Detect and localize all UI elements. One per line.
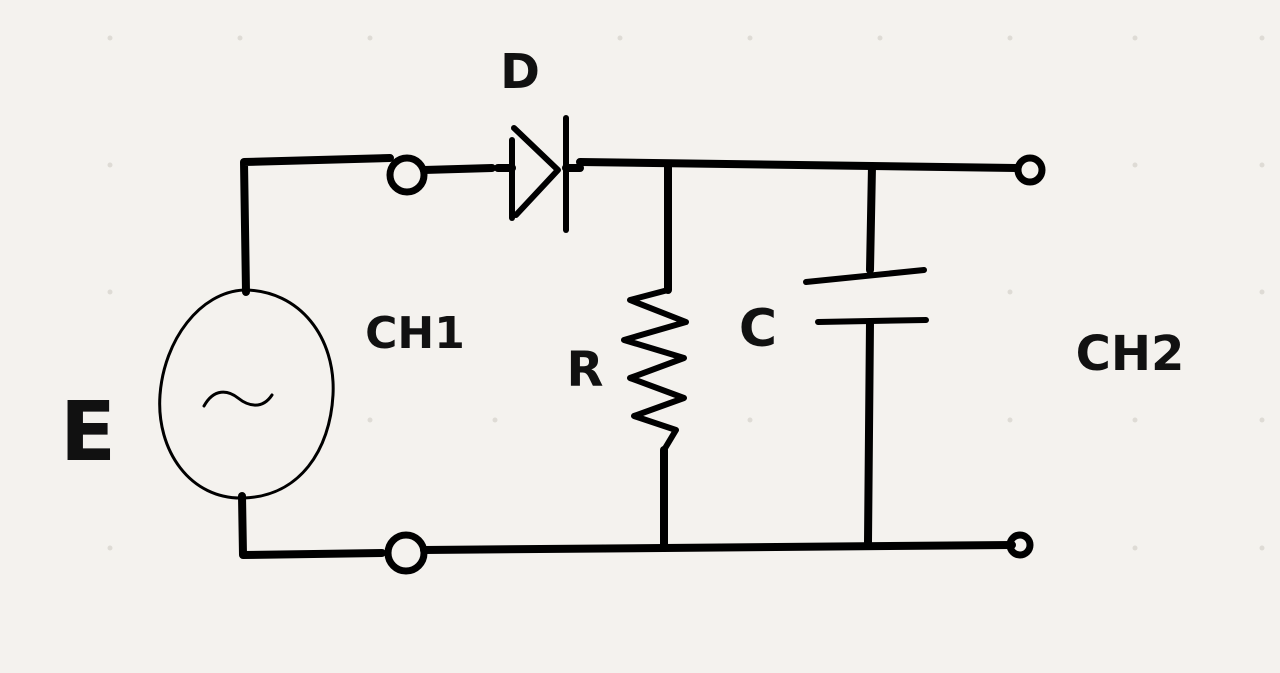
channel-1-label: CH1	[365, 308, 465, 359]
source-label: E	[60, 385, 116, 480]
capacitor	[803, 162, 929, 546]
input-terminal-bottom	[384, 531, 428, 575]
sine-icon	[202, 390, 274, 408]
diode-label: D	[500, 44, 540, 100]
wire-top-rail	[576, 158, 1020, 172]
wire-bottom-rail	[420, 541, 1016, 554]
dot-grid	[107, 35, 1265, 551]
wire-source-bottom	[238, 492, 386, 559]
wire-to-diode	[420, 164, 496, 174]
output-terminal-bottom	[1006, 531, 1034, 559]
input-terminal-top	[386, 154, 428, 196]
wire-source-top	[240, 154, 394, 296]
output-terminal-top	[1014, 154, 1046, 186]
resistor-label: R	[567, 342, 604, 398]
diode	[494, 115, 584, 233]
capacitor-label: C	[739, 299, 777, 359]
ac-source	[158, 288, 335, 500]
channel-2-label: CH2	[1076, 326, 1185, 382]
resistor	[621, 160, 689, 552]
